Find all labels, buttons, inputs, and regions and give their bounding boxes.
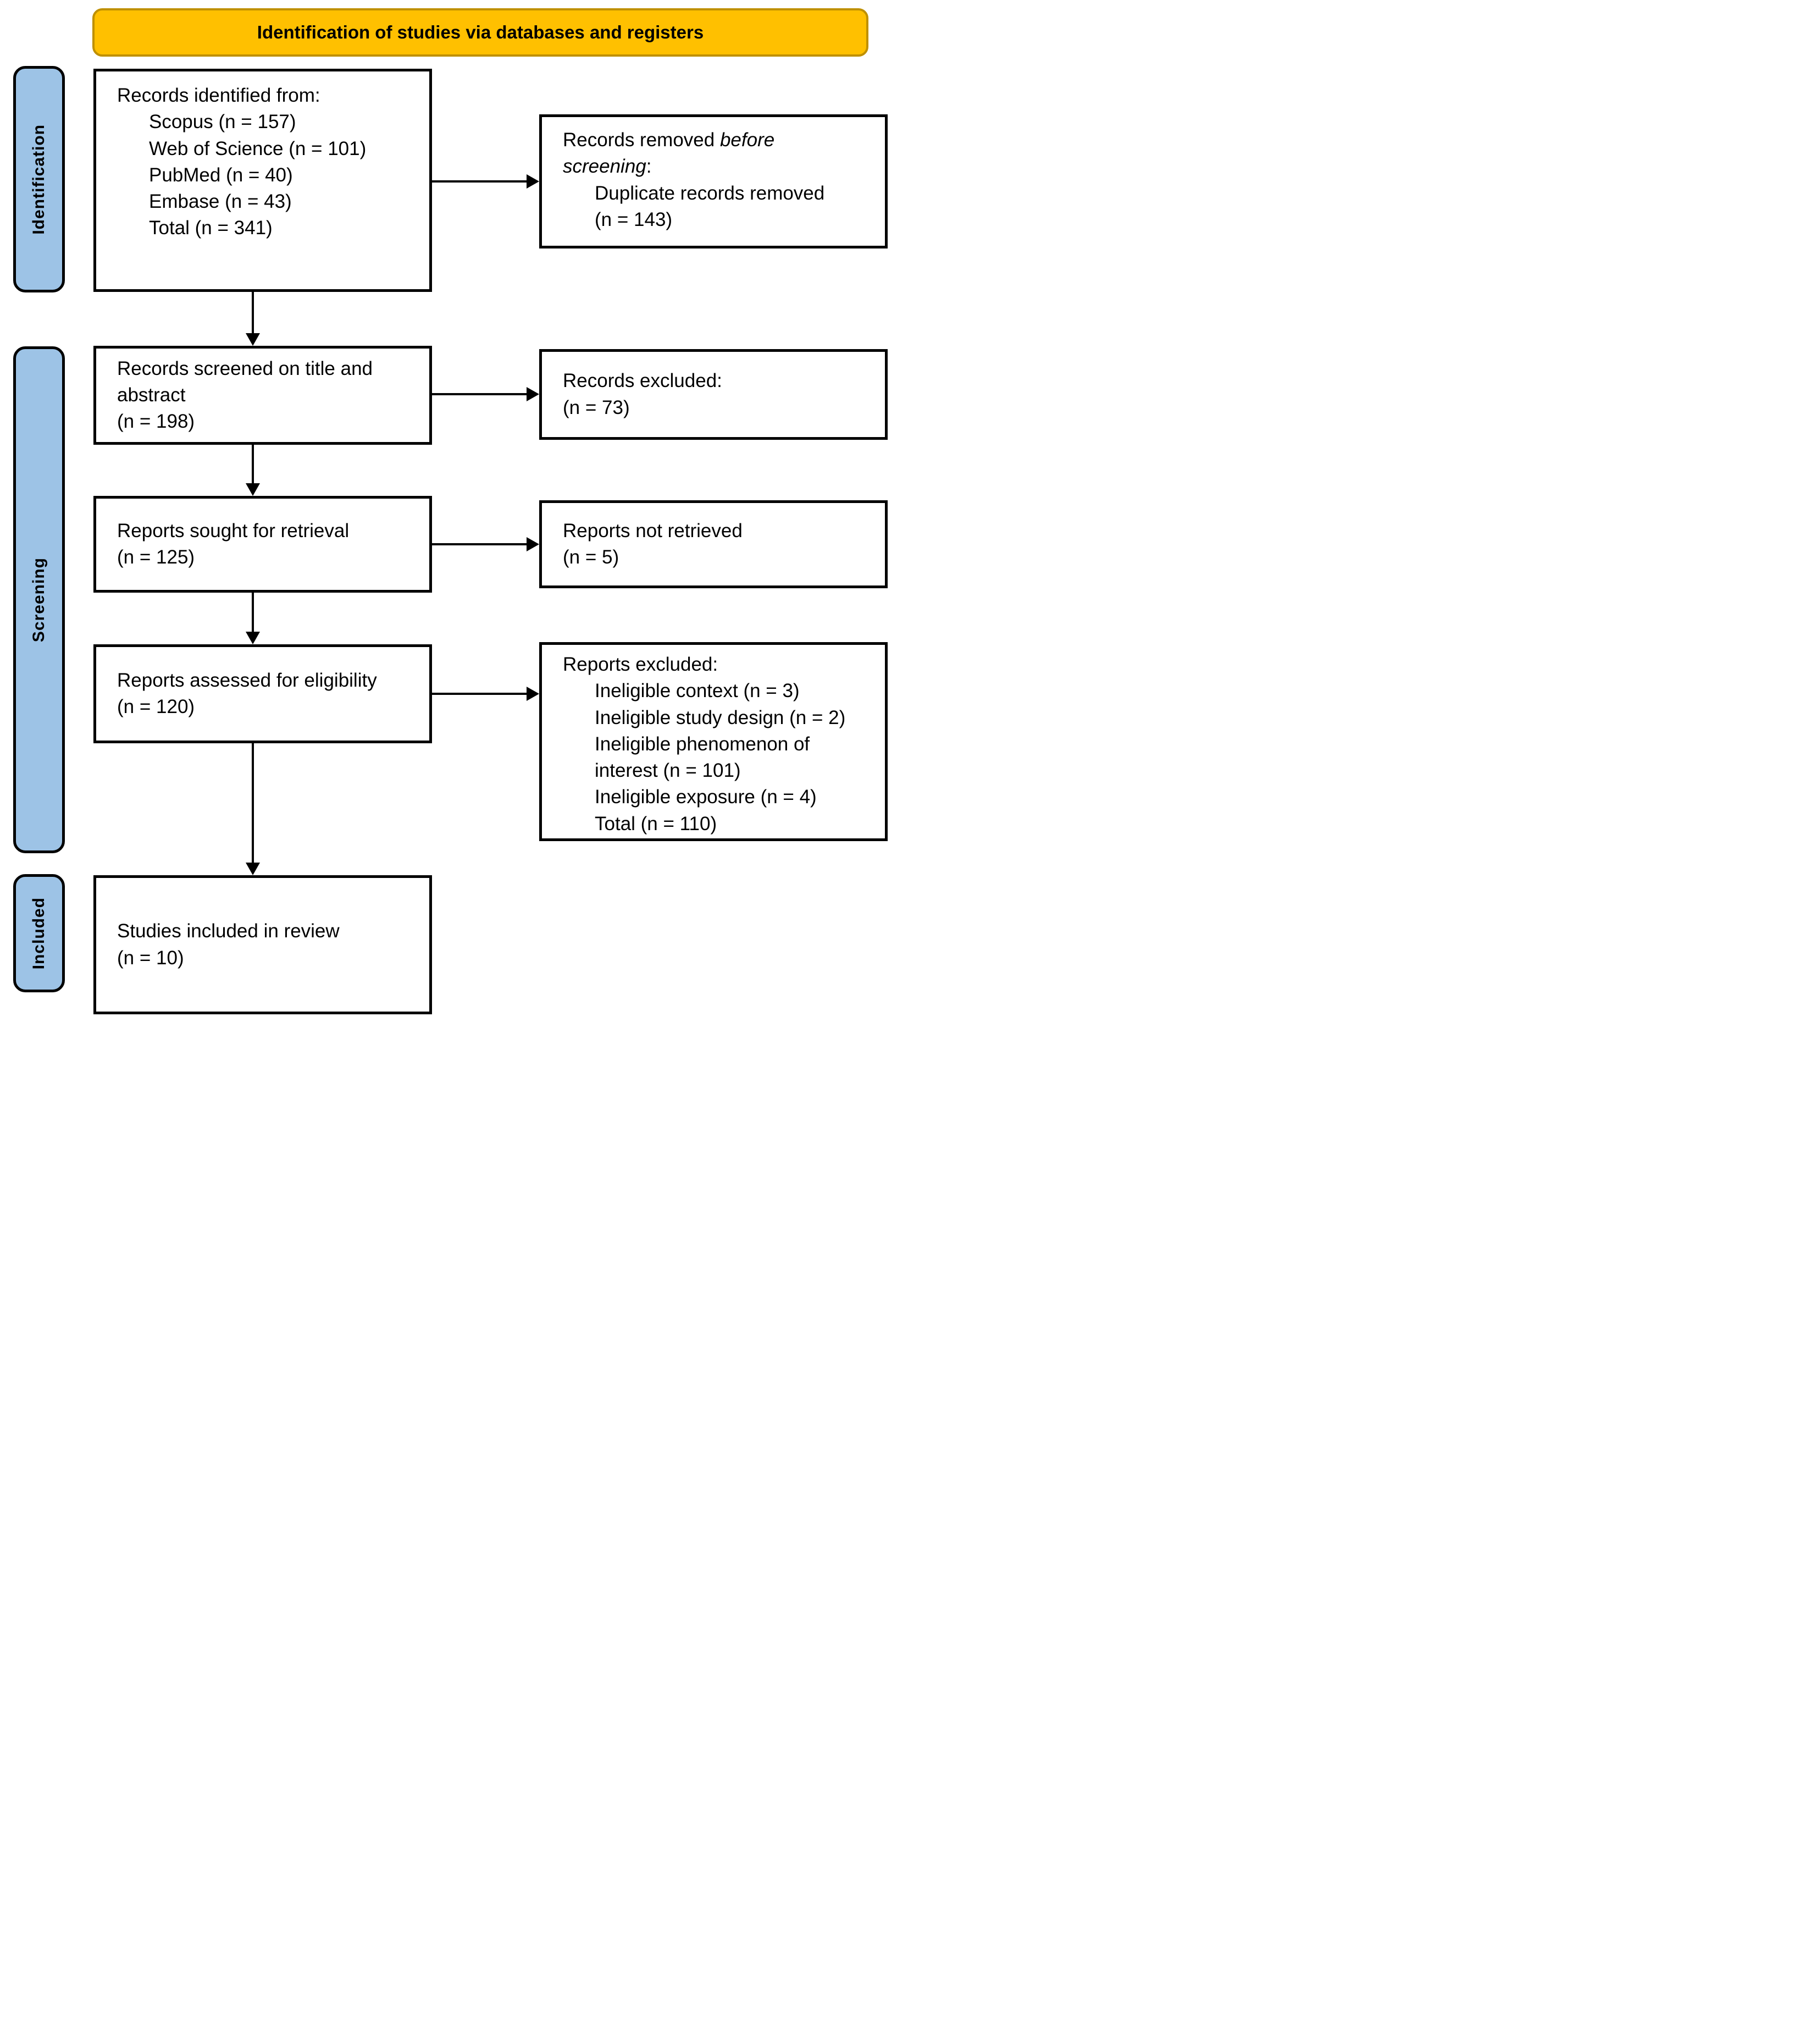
arrow-right-assessed-to-excluded-line: [432, 693, 528, 695]
text-line: Scopus (n = 157): [149, 111, 296, 133]
arrow-right-assessed-to-excluded-head: [527, 687, 539, 701]
text-line: abstract: [117, 384, 186, 406]
text-line: (n = 125): [117, 546, 195, 568]
text-line: Total (n = 341): [149, 217, 273, 239]
text-line: Studies included in review: [117, 920, 340, 942]
arrow-right-sought-to-not-retrieved-head: [527, 537, 539, 551]
arrow-down-sought-to-assessed-head: [246, 632, 260, 644]
stage-screening-label: Screening: [30, 557, 48, 643]
arrow-down-assessed-to-included-head: [246, 863, 260, 875]
box-records-identified: Records identified from: Scopus (n = 157)…: [93, 69, 432, 292]
text-line: Ineligible phenomenon of: [595, 733, 810, 755]
box-studies-included: Studies included in review (n = 10): [93, 875, 432, 1014]
title-banner-label: Identification of studies via databases …: [257, 22, 704, 42]
box-records-screened: Records screened on title and abstract (n …: [93, 346, 432, 445]
arrow-down-assessed-to-included-line: [252, 743, 254, 864]
text-line: Reports excluded:: [563, 654, 718, 675]
arrow-right-screened-to-excluded-head: [527, 387, 539, 401]
text-line: (n = 198): [117, 411, 195, 433]
arrow-right-identified-to-removed-line: [432, 180, 528, 183]
box-reports-sought: Reports sought for retrieval (n = 125): [93, 496, 432, 593]
text-line: Reports not retrieved: [563, 520, 743, 542]
text-line: Web of Science (n = 101): [149, 137, 367, 159]
arrow-down-screened-to-sought-line: [252, 445, 254, 484]
text-line: (n = 5): [563, 546, 619, 568]
text-line: Total (n = 110): [595, 813, 717, 835]
text-segment: :: [646, 156, 652, 178]
text-line: (n = 143): [595, 208, 673, 230]
prisma-flow-diagram: Identification of studies via databases …: [0, 0, 897, 1022]
arrow-down-screened-to-sought-head: [246, 483, 260, 496]
text-line: (n = 120): [117, 696, 195, 717]
text-line: Records screened on title and: [117, 357, 373, 379]
stage-identification: Identification: [13, 66, 65, 292]
arrow-down-sought-to-assessed-line: [252, 593, 254, 633]
text-segment: Records removed: [563, 129, 720, 151]
text-line: Ineligible exposure (n = 4): [595, 786, 817, 808]
arrow-down-identified-to-screened-head: [246, 333, 260, 346]
box-reports-assessed: Reports assessed for eligibility (n = 120…: [93, 644, 432, 743]
text-line: Ineligible context (n = 3): [595, 680, 800, 702]
arrow-down-identified-to-screened-line: [252, 292, 254, 335]
box-reports-not-retrieved: Reports not retrieved (n = 5): [539, 500, 888, 588]
text-line: Ineligible study design (n = 2): [595, 706, 846, 728]
stage-included-label: Included: [30, 897, 48, 970]
text-line: (n = 10): [117, 947, 184, 969]
arrow-right-identified-to-removed-head: [527, 174, 539, 189]
text-line: Records identified from:: [117, 85, 320, 106]
text-line: screening:: [563, 153, 872, 180]
text-line: Duplicate records removed: [595, 182, 825, 204]
text-line: PubMed (n = 40): [149, 164, 293, 186]
text-line: Reports assessed for eligibility: [117, 669, 377, 691]
text-segment-italic: screening: [563, 156, 646, 178]
stage-screening: Screening: [13, 346, 65, 853]
stage-included: Included: [13, 874, 65, 992]
box-reports-excluded: Reports excluded: Ineligible context (n =…: [539, 642, 888, 841]
text-line: Records excluded:: [563, 370, 722, 392]
arrow-right-sought-to-not-retrieved-line: [432, 543, 528, 545]
text-line: Records removed before: [563, 127, 872, 153]
title-banner: Identification of studies via databases …: [92, 8, 868, 57]
arrow-right-screened-to-excluded-line: [432, 393, 528, 395]
text-line: (n = 73): [563, 396, 630, 418]
box-records-excluded: Records excluded: (n = 73): [539, 349, 888, 440]
stage-identification-label: Identification: [30, 124, 48, 235]
text-segment-italic: before: [719, 129, 775, 151]
text-line: Embase (n = 43): [149, 191, 292, 213]
text-line: Reports sought for retrieval: [117, 520, 350, 542]
text-line: interest (n = 101): [595, 760, 741, 782]
